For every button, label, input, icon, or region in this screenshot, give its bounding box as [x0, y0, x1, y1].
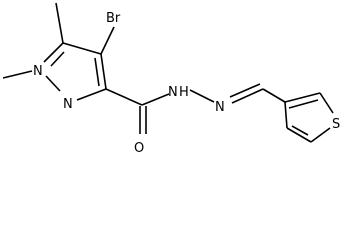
bond-c3-n2: [76, 88, 107, 101]
bond-n1-c5: [43, 42, 64, 63]
bond-c3-carbonyl: [105, 88, 143, 106]
atom-label-br: Br: [106, 11, 121, 26]
bond-n-ch-double: [229, 83, 261, 98]
bond-ch-thiophene: [262, 88, 286, 103]
bond-c5t-c4t: [286, 127, 312, 143]
bond-c3t-c2t: [284, 92, 321, 103]
bond-c3t-c2t-double: [288, 99, 319, 109]
atom-label-nh-h: H: [179, 85, 189, 100]
atom-label-n-imine: N: [215, 100, 225, 115]
bond-c4-br: [100, 26, 115, 55]
bond-n1-methyl: [2, 70, 33, 79]
atom-label-n1: N: [33, 64, 43, 79]
bond-s-c5t: [310, 127, 331, 143]
molecule-diagram: Br N N O N H N S: [2, 2, 340, 156]
bond-c4t-c3t: [284, 101, 288, 129]
bond-c5-methyl: [55, 2, 64, 44]
bond-c4-c3-double: [94, 57, 100, 87]
atom-label-n2: N: [63, 97, 73, 112]
bond-n-ch: [231, 88, 264, 104]
bond-c5t-c4t-double: [291, 125, 309, 136]
bond-c4-c3: [100, 53, 107, 90]
atom-label-o: O: [134, 141, 144, 156]
structure-canvas: Br N N O N H N S: [2, 2, 341, 156]
bond-carbonyl-nh: [141, 93, 170, 106]
bond-c2t-s: [319, 92, 334, 114]
atom-label-s: S: [332, 117, 340, 132]
bond-n1-c5-double: [50, 51, 65, 67]
atom-label-nh-n: N: [168, 85, 178, 100]
bond-c5-c4: [62, 42, 102, 55]
bond-n2-n1: [45, 75, 61, 92]
bond-nh-n: [189, 89, 215, 103]
